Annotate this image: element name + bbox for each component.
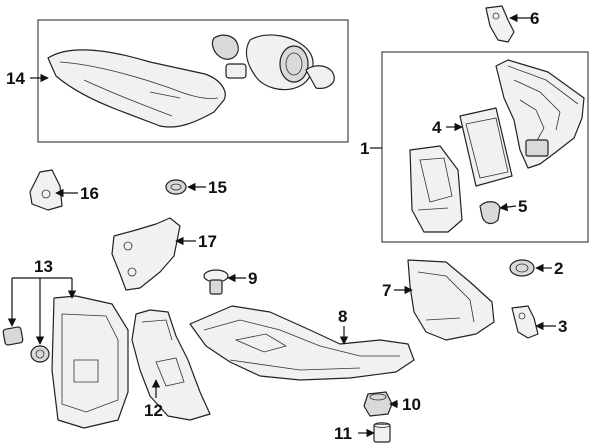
callout-6: 6 <box>530 9 539 28</box>
intake-duct-group-frame <box>37 19 349 143</box>
callout-16: 16 <box>80 184 99 203</box>
air-filter-element[interactable] <box>459 107 513 187</box>
grommet-right[interactable] <box>509 259 535 277</box>
resonator-chamber[interactable] <box>51 295 129 429</box>
callout-9: 9 <box>248 269 257 288</box>
leader-lines <box>7 13 556 438</box>
callout-15: 15 <box>208 178 227 197</box>
callout-10: 10 <box>402 395 421 414</box>
intake-hose[interactable] <box>245 34 335 91</box>
intake-hose-clamp[interactable] <box>211 34 247 79</box>
bracket-left[interactable] <box>29 169 63 211</box>
grommet-upper[interactable] <box>165 179 187 195</box>
push-clip[interactable] <box>203 269 229 295</box>
callout-1: 1 <box>360 139 369 158</box>
seal-left[interactable] <box>2 326 24 346</box>
callout-17: 17 <box>198 232 217 251</box>
insulator-stud[interactable] <box>373 422 391 443</box>
callout-3: 3 <box>558 317 567 336</box>
callout-4: 4 <box>432 118 442 137</box>
bushing[interactable] <box>363 391 393 417</box>
seal-center[interactable] <box>30 345 50 363</box>
callout-11: 11 <box>334 424 352 443</box>
intake-pipe[interactable] <box>189 305 415 381</box>
callout-2: 2 <box>554 259 563 278</box>
filter-clip[interactable] <box>479 201 501 225</box>
callout-14: 14 <box>6 69 25 88</box>
air-cleaner-housing[interactable] <box>495 59 585 169</box>
callout-13: 13 <box>34 257 53 276</box>
resonator-bracket[interactable] <box>511 305 539 339</box>
inlet-duct[interactable] <box>131 309 211 421</box>
callout-12: 12 <box>144 401 163 420</box>
callout-7: 7 <box>382 281 391 300</box>
air-cleaner-lower-case[interactable] <box>409 145 463 233</box>
air-cleaner-group-frame <box>381 51 589 243</box>
intake-duct[interactable] <box>47 49 226 128</box>
callout-8: 8 <box>338 307 347 326</box>
bracket-top[interactable] <box>485 5 515 43</box>
resonator[interactable] <box>407 259 495 341</box>
callout-5: 5 <box>518 197 527 216</box>
support-bracket[interactable] <box>111 217 181 291</box>
